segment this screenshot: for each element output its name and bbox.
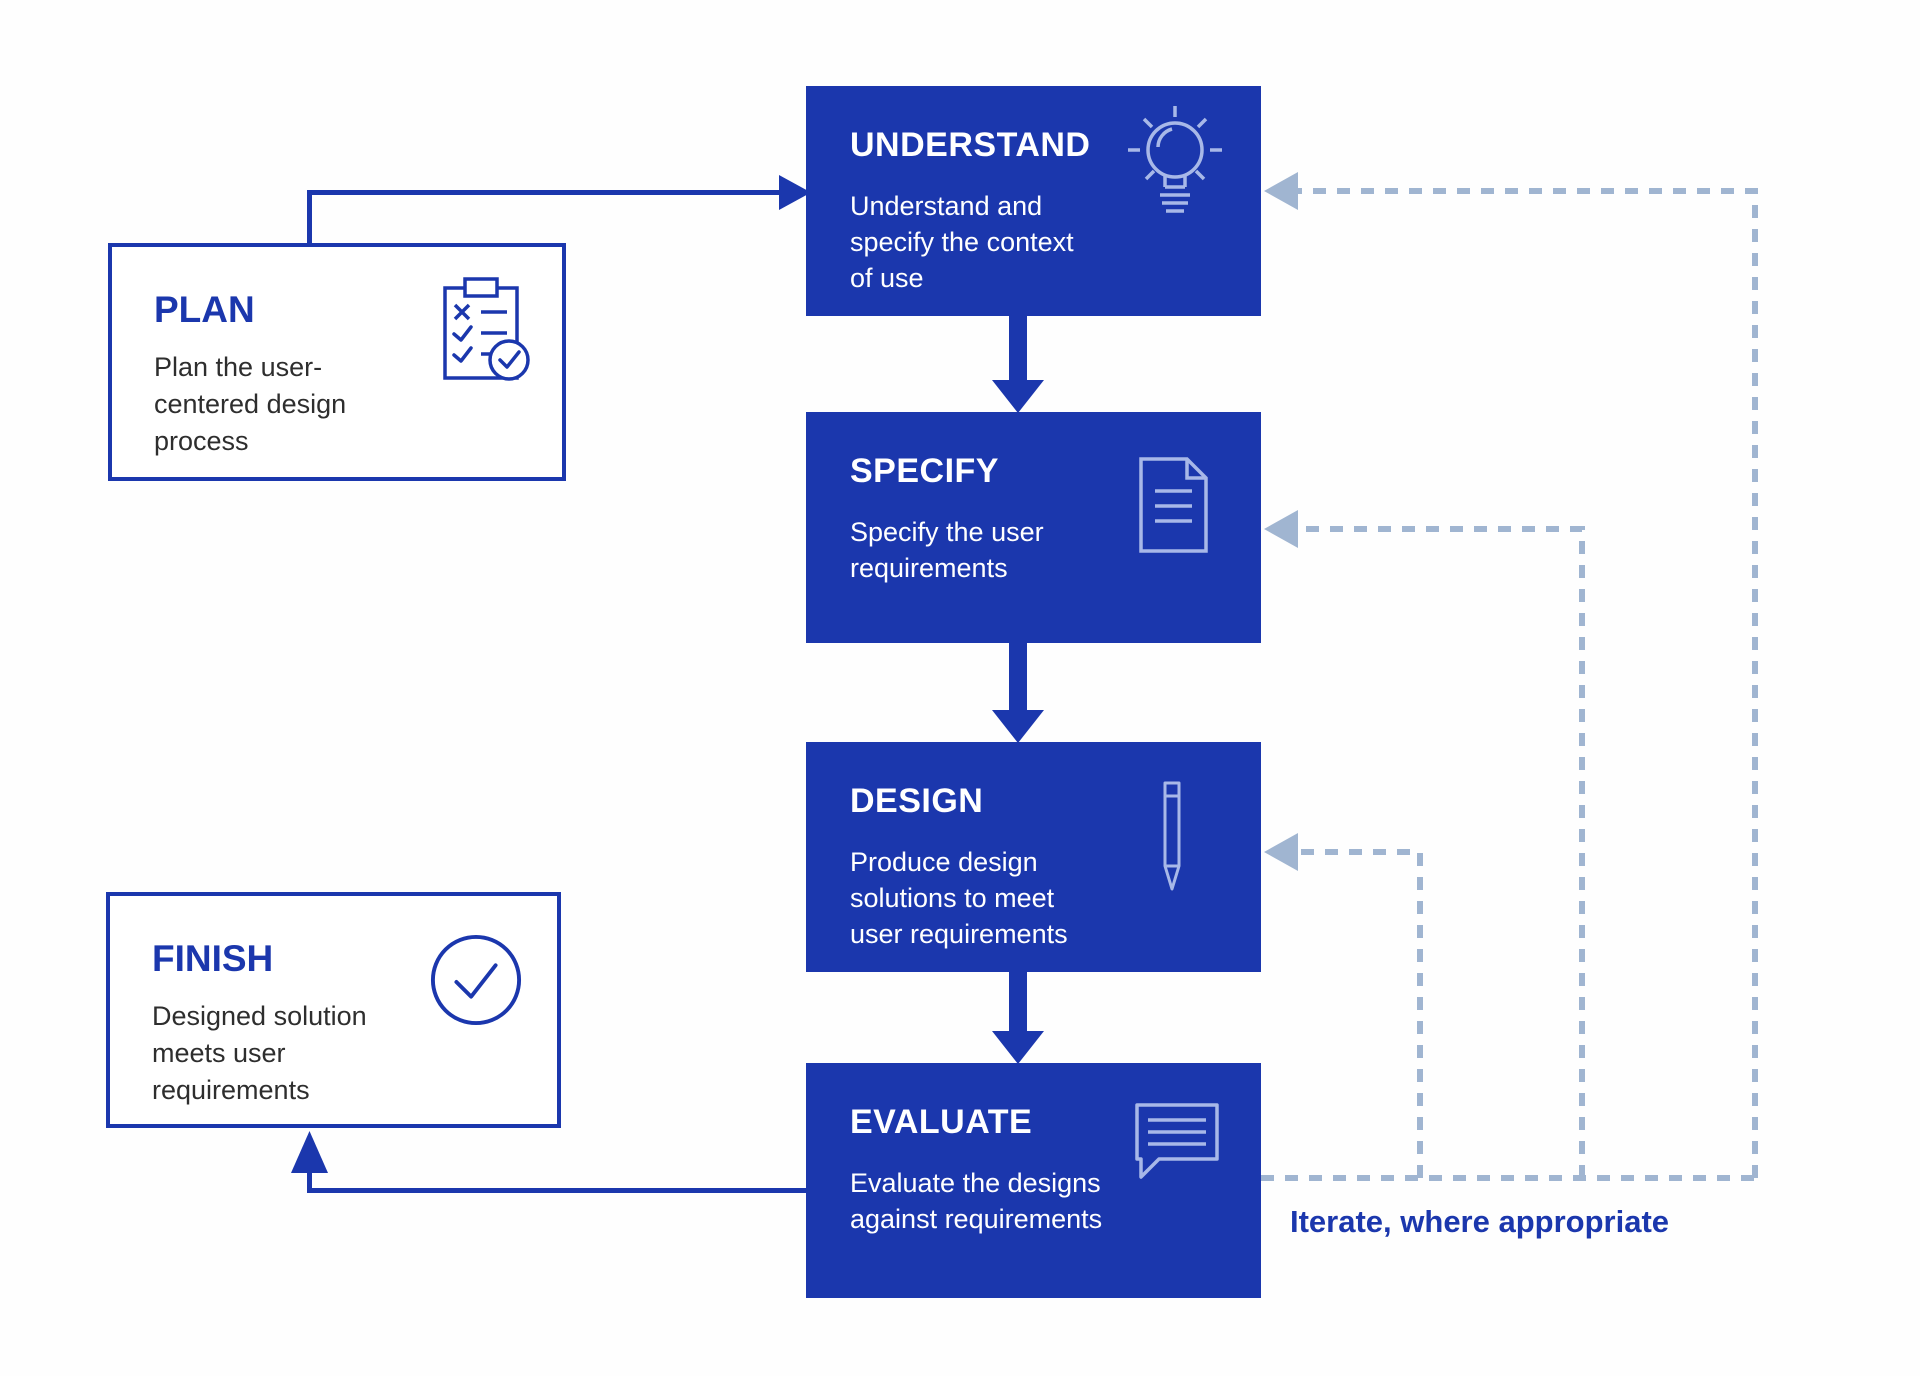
iterate-annotation: Iterate, where appropriate: [1290, 1204, 1670, 1239]
evaluate-description: Evaluate the designs against requirement…: [850, 1168, 1103, 1234]
specify-title: SPECIFY: [850, 452, 999, 490]
connector-understand-to-specify: [992, 316, 1044, 413]
connector-evaluate-to-finish: [291, 1131, 806, 1193]
stage-specify: SPECIFY Specify the user requirements: [806, 412, 1261, 643]
plan-description: Plan the user-centered design process: [154, 352, 347, 456]
lightbulb-icon: [1124, 100, 1226, 224]
connector-plan-to-understand: [307, 175, 811, 243]
design-title: DESIGN: [850, 782, 984, 820]
iterate-loop-to-specify: [1264, 510, 1585, 1178]
pen-icon: [1160, 779, 1184, 894]
iterate-loop-to-design: [1264, 833, 1423, 1178]
finish-title: FINISH: [152, 938, 274, 979]
stage-evaluate: EVALUATE Evaluate the designs against re…: [806, 1063, 1261, 1298]
evaluate-title: EVALUATE: [850, 1103, 1033, 1141]
document-icon: [1136, 455, 1210, 555]
specify-description: Specify the user requirements: [850, 517, 1044, 583]
understand-description: Understand and specify the context of us…: [850, 191, 1074, 293]
finish-description: Designed solution meets user requirement…: [152, 1001, 367, 1105]
speech-bubble-icon: [1133, 1101, 1221, 1185]
finish-box: FINISH Designed solution meets user requ…: [106, 892, 561, 1128]
check-circle-icon: [429, 933, 523, 1027]
stage-design: DESIGN Produce design solutions to meet …: [806, 742, 1261, 972]
iterate-loop-to-understand: [1264, 172, 1758, 1178]
checklist-icon: [436, 272, 534, 384]
connector-design-to-evaluate: [992, 972, 1044, 1064]
design-description: Produce design solutions to meet user re…: [850, 847, 1068, 949]
plan-title: PLAN: [154, 289, 255, 330]
understand-title: UNDERSTAND: [850, 126, 1091, 164]
connector-specify-to-design: [992, 643, 1044, 743]
